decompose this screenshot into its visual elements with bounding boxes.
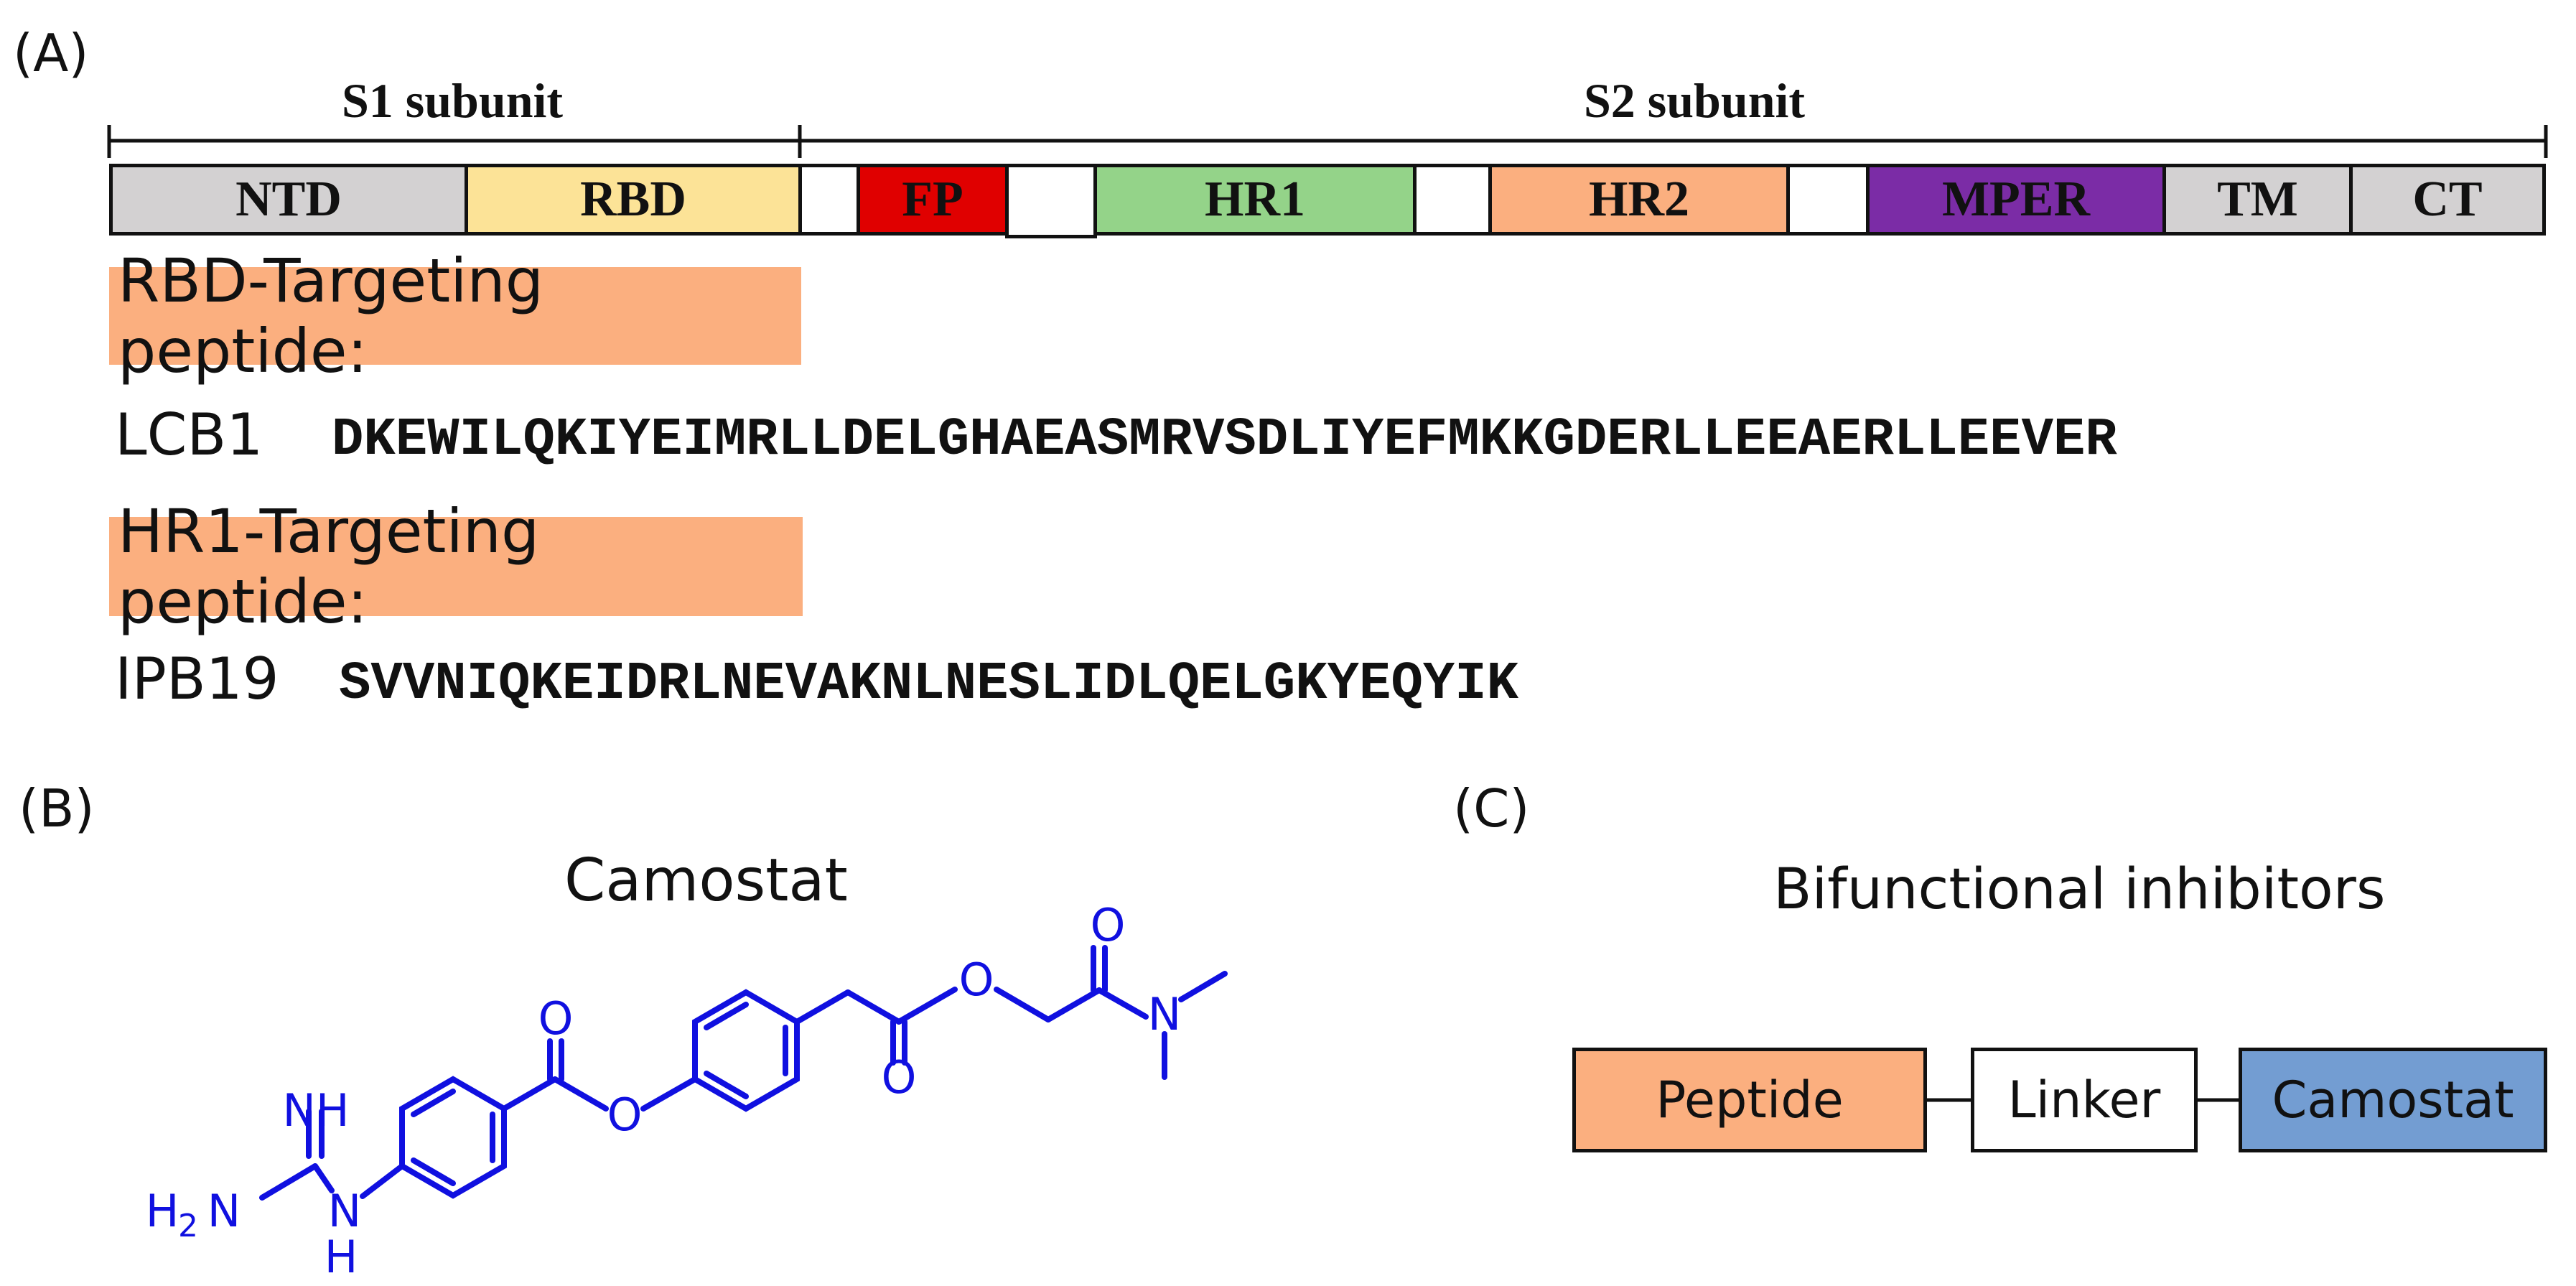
domain-spacer-2 bbox=[1005, 164, 1097, 238]
connector-lines bbox=[1924, 1098, 2241, 1102]
s2-subunit-label: S2 subunit bbox=[1583, 73, 1806, 128]
ipb19-name: IPB19 bbox=[115, 646, 279, 712]
domain-spacer-3 bbox=[1413, 164, 1492, 236]
bifunctional-title: Bifunctional inhibitors bbox=[1773, 857, 2386, 922]
atom-n-amine: N bbox=[328, 1185, 361, 1237]
camostat-structure: NH H 2 N N H O O O O O N bbox=[146, 899, 1228, 1283]
rbd-targeting-heading: RBD-Targeting peptide: bbox=[109, 246, 801, 386]
atom-o-ester-2: O bbox=[959, 954, 994, 1006]
lcb1-name: LCB1 bbox=[115, 401, 263, 468]
panel-a-label: (A) bbox=[13, 23, 89, 83]
domain-hr2: HR2 bbox=[1488, 164, 1790, 236]
domain-spacer-1 bbox=[798, 164, 860, 236]
s1-subunit-label: S1 subunit bbox=[341, 73, 564, 128]
atom-h2n-n: N bbox=[207, 1185, 241, 1237]
atom-n-dimethyl: N bbox=[1148, 988, 1181, 1040]
atom-h2n-h: H bbox=[146, 1185, 179, 1237]
domain-hr1: HR1 bbox=[1093, 164, 1417, 236]
atom-nh: NH bbox=[283, 1084, 350, 1137]
camostat-box: Camostat bbox=[2239, 1048, 2547, 1152]
domain-mper: MPER bbox=[1866, 164, 2166, 236]
atom-h-amine: H bbox=[325, 1231, 358, 1283]
panel-c-label: (C) bbox=[1453, 778, 1530, 839]
domain-ct: CT bbox=[2349, 164, 2546, 236]
atom-h2n-sub: 2 bbox=[178, 1208, 198, 1244]
domain-fp: FP bbox=[857, 164, 1009, 236]
domain-spacer-4 bbox=[1786, 164, 1870, 236]
atom-o-carbonyl-1: O bbox=[538, 992, 574, 1045]
domain-rbd: RBD bbox=[465, 164, 802, 236]
domain-ntd: NTD bbox=[109, 164, 468, 236]
panel-b-label: (B) bbox=[19, 778, 95, 839]
peptide-box: Peptide bbox=[1572, 1048, 1927, 1152]
atom-o-amide: O bbox=[1091, 899, 1126, 951]
spike-domain-bar: NTD RBD FP HR1 HR2 MPER TM CT bbox=[109, 164, 2546, 238]
linker-box: Linker bbox=[1971, 1048, 2198, 1152]
lcb1-sequence: DKEWILQKIYEIMRLLDELGHAEASMRVSDLIYEFMKKGD… bbox=[332, 410, 2117, 470]
subunit-brackets bbox=[107, 125, 2548, 158]
domain-tm: TM bbox=[2162, 164, 2353, 236]
ipb19-sequence: SVVNIQKEIDRLNEVAKNLNESLIDLQELGKYEQYIK bbox=[339, 654, 1519, 714]
camostat-title: Camostat bbox=[564, 847, 848, 915]
hr1-targeting-heading: HR1-Targeting peptide: bbox=[109, 496, 803, 637]
atom-o-ester-1: O bbox=[607, 1089, 643, 1141]
atom-o-carbonyl-2: O bbox=[882, 1051, 917, 1104]
